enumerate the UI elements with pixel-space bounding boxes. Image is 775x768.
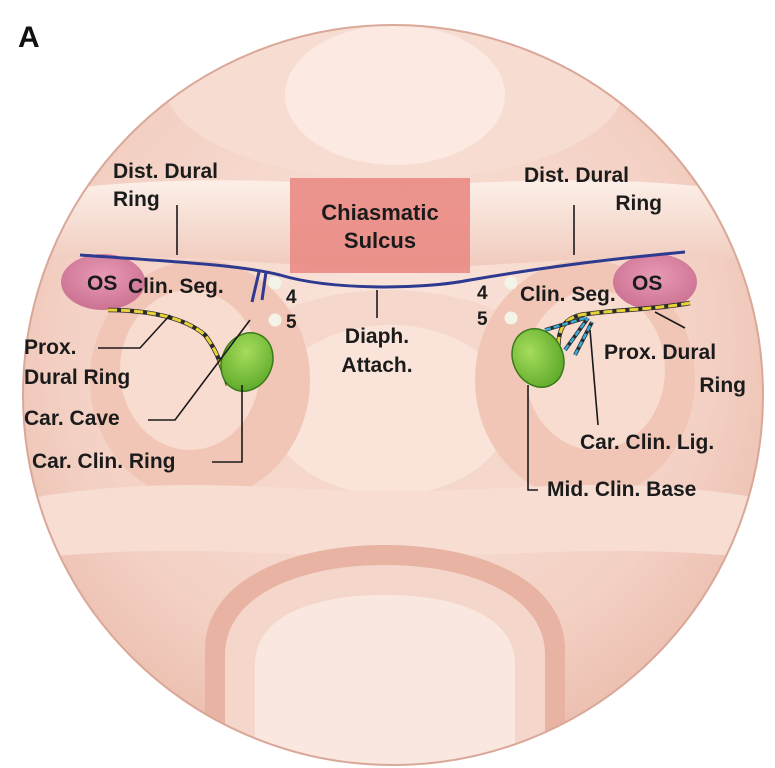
mid-clin-base-label: Mid. Clin. Base <box>547 478 696 501</box>
os-left-label: OS <box>87 272 117 295</box>
car-cave-label: Car. Cave <box>24 407 120 430</box>
clin-seg-right-label: Clin. Seg. <box>520 283 616 306</box>
point-4-left <box>268 276 282 290</box>
num-4-left: 4 <box>286 287 297 308</box>
dist-dural-ring-right-line1: Dist. Dural <box>524 164 629 187</box>
chiasmatic-sulcus-label-line2: Sulcus <box>344 228 416 253</box>
dist-dural-ring-left-line2: Ring <box>113 188 160 211</box>
num-4-right: 4 <box>477 283 488 304</box>
carotid-clinoid-ring-left <box>220 332 274 392</box>
distal-dural-ring-drop-left <box>250 271 268 303</box>
leader-lines <box>98 205 686 491</box>
chiasmatic-sulcus-region <box>290 178 470 273</box>
clin-seg-left-label: Clin. Seg. <box>128 275 224 298</box>
num-5-left: 5 <box>286 312 297 333</box>
distal-dural-ring-line <box>79 250 686 289</box>
panel-letter: A <box>18 21 40 54</box>
point-5-right <box>504 311 518 325</box>
point-4-right <box>504 276 518 290</box>
dist-dural-ring-left-line1: Dist. Dural <box>113 160 218 183</box>
chiasmatic-sulcus-label-line1: Chiasmatic <box>321 200 438 225</box>
prox-dural-ring-right-line1: Prox. Dural <box>604 341 716 364</box>
os-right-label: OS <box>632 272 662 295</box>
prox-dural-ring-left-line2: Dural Ring <box>24 366 130 389</box>
prox-dural-ring-right-line2: Ring <box>699 374 746 397</box>
num-5-right: 5 <box>477 309 488 330</box>
carotid-clinoid-ring-right <box>511 328 565 388</box>
prox-dural-ring-left-line1: Prox. <box>24 336 77 359</box>
diaph-attach-line2: Attach. <box>341 354 412 377</box>
car-clin-lig-label: Car. Clin. Lig. <box>580 431 714 454</box>
point-5-left <box>268 313 282 327</box>
dist-dural-ring-right-line2: Ring <box>615 192 662 215</box>
optic-strut-left <box>61 254 145 310</box>
optic-strut-right <box>613 254 697 310</box>
diaph-attach-line1: Diaph. <box>345 325 409 348</box>
car-clin-ring-label: Car. Clin. Ring <box>32 450 176 473</box>
